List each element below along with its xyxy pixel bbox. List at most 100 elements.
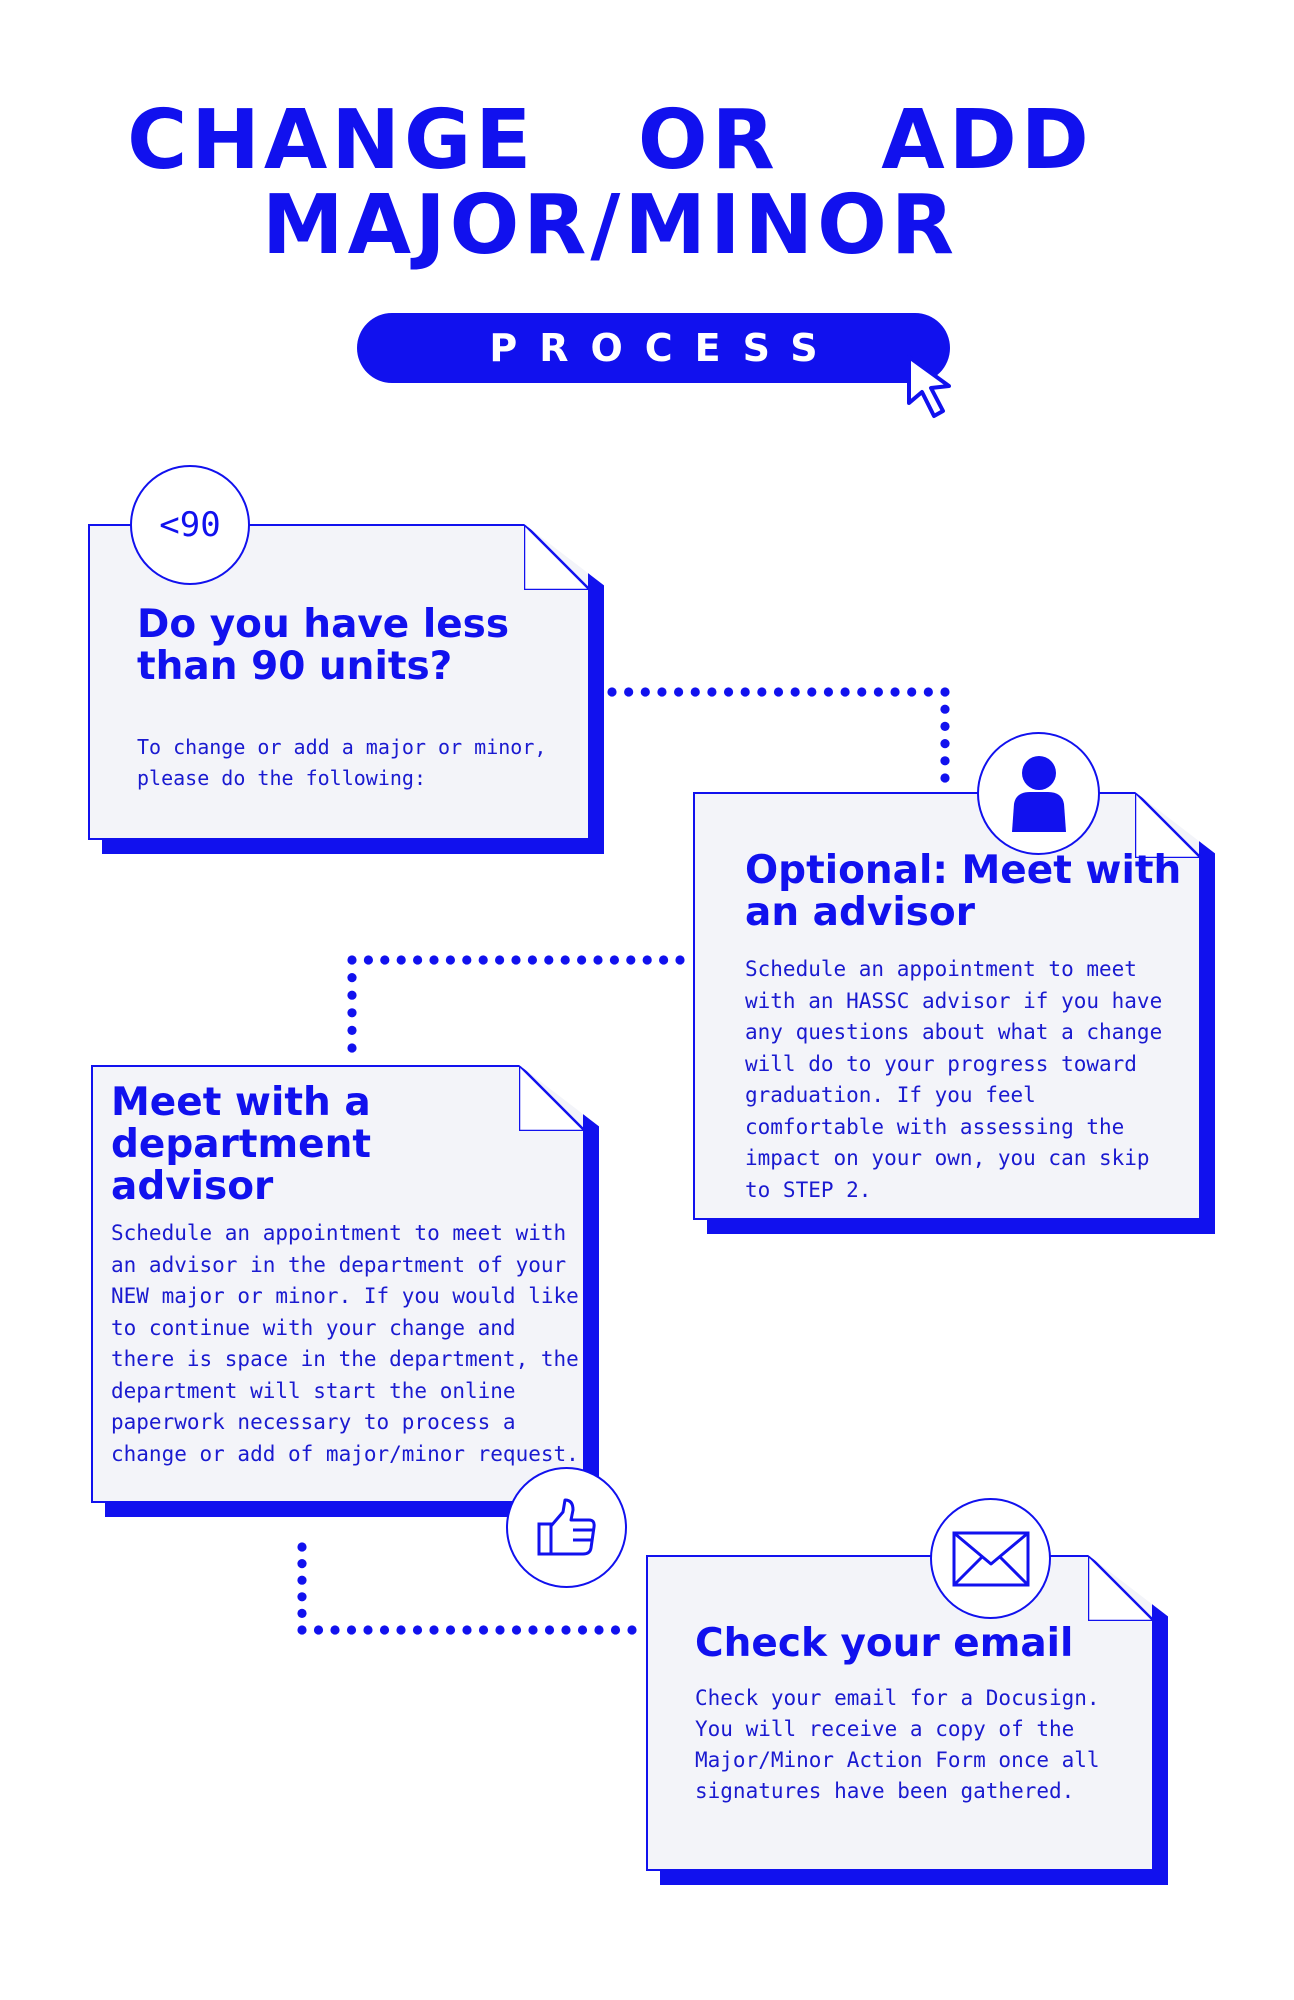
connector-dot <box>642 955 652 965</box>
connector-dot <box>560 955 570 965</box>
connector-dot <box>561 1625 571 1635</box>
connector-dot <box>347 1025 357 1035</box>
connector-dots <box>297 687 950 1635</box>
connector-dot <box>297 1592 307 1602</box>
connector-dot <box>429 1625 439 1635</box>
connector-dot <box>511 955 521 965</box>
connector-dot <box>445 955 455 965</box>
connector-dot <box>674 687 684 697</box>
step-card-department-advisor: Meet with a department advisor Schedule … <box>91 1065 585 1503</box>
connector-dot <box>363 1625 373 1635</box>
title-line-1: CHANGE OR ADD <box>127 93 1093 188</box>
connector-dot <box>396 1625 406 1635</box>
connector-dot <box>380 955 390 965</box>
connector-dot <box>495 955 505 965</box>
connector-dot <box>347 973 357 983</box>
connector-dot <box>594 1625 604 1635</box>
thumbs-up-icon <box>537 1498 596 1555</box>
connector-dot <box>462 955 472 965</box>
connector-dot <box>940 739 950 749</box>
connector-dot <box>610 1625 621 1635</box>
process-pill: PROCESS <box>357 313 950 383</box>
step-title: Optional: Meet with an advisor <box>745 848 1182 935</box>
page-fold <box>1088 1555 1154 1621</box>
units-badge: <90 <box>130 465 250 585</box>
step-card-optional-advisor: Optional: Meet with an advisor Schedule … <box>693 792 1201 1220</box>
connector-dot <box>940 687 950 697</box>
page-fold <box>519 1065 585 1131</box>
connector-dot <box>511 1625 522 1635</box>
page-fold <box>1135 792 1201 858</box>
connector-dot <box>807 687 817 697</box>
connector-dot <box>412 1625 423 1635</box>
connector-dot <box>607 687 617 697</box>
step-body: Check your email for a Docusign. You wil… <box>695 1686 1100 1803</box>
connector-dot <box>363 955 373 965</box>
step-body: To change or add a major or minor, pleas… <box>137 735 547 790</box>
connector-dot <box>495 1625 505 1635</box>
connector-dot <box>297 1559 307 1569</box>
connector-dot <box>690 687 700 697</box>
connector-dot <box>544 955 554 965</box>
step-title: Do you have less than 90 units? <box>137 602 510 689</box>
connector-dot <box>593 955 603 965</box>
advisor-badge <box>977 732 1100 855</box>
step-body: Schedule an appointment to meet with an … <box>111 1221 579 1466</box>
connector-dot <box>640 687 650 697</box>
connector-dot <box>940 756 950 766</box>
connector-dot <box>890 687 900 697</box>
connector-dot <box>347 955 357 965</box>
connector-dot <box>347 1008 357 1018</box>
connector-dot <box>462 1625 472 1635</box>
cursor-arrow-icon <box>907 355 951 418</box>
connector-dot <box>627 1625 637 1635</box>
connector-dot <box>757 687 767 697</box>
connector-dot <box>347 990 357 1000</box>
connector-dot <box>740 687 750 697</box>
connector-dot <box>609 955 620 965</box>
connector-dot <box>707 687 717 697</box>
connector-dot <box>347 1043 357 1053</box>
connector-dot <box>626 955 636 965</box>
connector-dot <box>297 1542 307 1552</box>
connector-dot <box>445 1625 456 1635</box>
connector-dot <box>873 687 884 697</box>
connector-dot <box>413 955 423 965</box>
connector-dot <box>773 687 784 697</box>
title-line-2: MAJOR/MINOR <box>262 178 958 273</box>
connector-dot <box>297 1625 307 1635</box>
connector-dot <box>723 687 734 697</box>
connector-dot <box>396 955 406 965</box>
connector-dot <box>940 704 950 714</box>
connector-dot <box>297 1608 307 1618</box>
connector-dot <box>478 955 488 965</box>
page-fold <box>524 524 590 590</box>
connector-dot <box>923 687 933 697</box>
connector-dot <box>657 687 667 697</box>
process-pill-label: PROCESS <box>489 326 840 370</box>
connector-dot <box>857 687 867 697</box>
step-title: Meet with a department advisor <box>111 1080 371 1209</box>
like-badge <box>506 1467 627 1588</box>
connector-dot <box>544 1625 555 1635</box>
connector-dot <box>346 1625 357 1635</box>
connector-dot <box>577 955 587 965</box>
step-body: Schedule an appointment to meet with an … <box>745 957 1163 1202</box>
connector-dot <box>379 1625 390 1635</box>
connector-dot <box>528 1625 538 1635</box>
connector-dot <box>659 955 669 965</box>
connector-dot <box>577 1625 588 1635</box>
connector-dot <box>313 1625 324 1635</box>
connector-dot <box>940 773 950 783</box>
connector-dot <box>675 955 685 965</box>
connector-dot <box>624 687 634 697</box>
connector-dot <box>527 955 538 965</box>
step-title: Check your email <box>695 1621 1074 1666</box>
connector-dot <box>478 1625 489 1635</box>
connector-dot <box>840 687 850 697</box>
person-icon <box>1011 755 1066 832</box>
connector-dot <box>940 721 950 732</box>
connector-dot <box>907 687 917 697</box>
